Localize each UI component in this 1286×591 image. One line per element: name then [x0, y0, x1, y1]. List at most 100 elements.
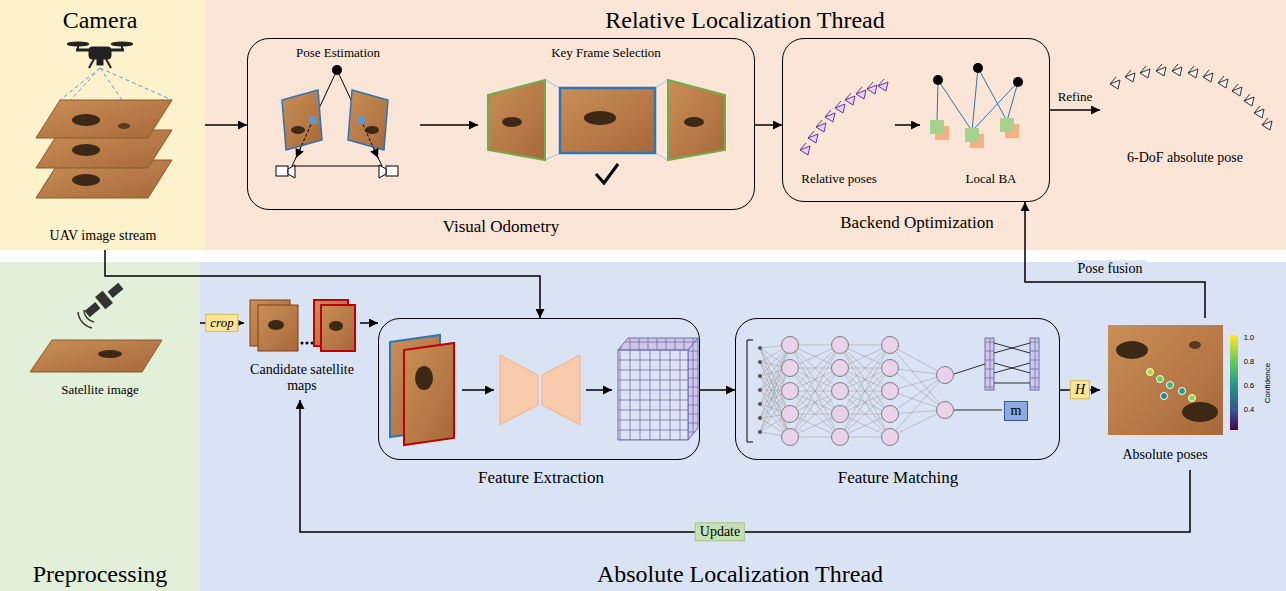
module-box: Feature Matchingm [735, 318, 1060, 460]
local-ba-graph [930, 63, 1023, 148]
satellite-icon [84, 310, 94, 322]
matching-network [840, 345, 890, 414]
relative-trajectory [800, 143, 810, 155]
feature-extraction-figure [415, 366, 433, 390]
pose-estimation-figure [365, 126, 379, 134]
step-label: Local BA [966, 172, 1017, 186]
matching-network [790, 368, 840, 437]
relative-trajectory [816, 120, 826, 132]
matching-network [832, 360, 849, 377]
module-label: Visual Odometry [443, 218, 560, 237]
matching-network [760, 368, 790, 432]
field-of-view [100, 68, 172, 100]
panel-title: Preprocessing [33, 561, 168, 587]
matching-network [937, 367, 954, 384]
local-ba-graph [933, 75, 943, 85]
absolute-trajectory [1172, 64, 1182, 76]
feature-extraction-figure [390, 335, 698, 445]
input-bracket [747, 340, 753, 442]
pose-estimation-figure [332, 65, 342, 75]
relative-trajectory [845, 93, 855, 105]
feature-extraction-figure [618, 350, 688, 440]
pose-estimation-figure [357, 116, 365, 124]
output-box: m [1004, 401, 1029, 422]
local-ba-graph [1000, 118, 1014, 132]
absolute-trajectory [1262, 118, 1272, 130]
connector-arrow [300, 400, 1190, 532]
feature-extraction-figure [500, 355, 538, 425]
local-ba-graph [973, 63, 983, 73]
module-box: Pose EstimationKey Frame SelectionVisual… [247, 38, 755, 210]
absolute-pose-map [1230, 335, 1238, 430]
pose-estimation-figure [386, 166, 398, 176]
local-ba-graph [937, 68, 1018, 131]
drone-icon [106, 59, 111, 68]
satellite-map [30, 340, 162, 372]
field-of-view [60, 68, 100, 100]
edge-label: H [1070, 380, 1090, 399]
key-frame-figure [545, 153, 560, 160]
absolute-trajectory [1218, 76, 1228, 88]
tick-label: 0.4 [1244, 406, 1254, 414]
matching-network [758, 374, 762, 378]
matching-network [994, 363, 1030, 373]
absolute-trajectory [1110, 64, 1272, 130]
panel-caption: UAV image stream [50, 228, 157, 243]
matching-network [832, 337, 849, 354]
matching-network [790, 345, 840, 414]
thread-title: Absolute Localization Thread [597, 561, 883, 587]
matching-network [937, 402, 954, 419]
absolute-pose-map [1182, 402, 1218, 422]
matching-network [832, 383, 849, 400]
camera-panel: CameraUAV image stream [0, 0, 205, 250]
edge-label: Update [695, 522, 745, 541]
candidate-map-stack [268, 320, 284, 330]
output-symbol: m [1005, 402, 1028, 421]
image-stream [36, 100, 172, 198]
drone-icon [89, 59, 94, 68]
candidate-map-stack [250, 300, 355, 351]
absolute-trajectory [1244, 94, 1254, 106]
key-frame-figure [684, 117, 704, 127]
matching-network [994, 343, 1030, 353]
matching-network [882, 406, 899, 423]
local-ba-graph [965, 128, 979, 142]
absolute-pose-map [1147, 369, 1154, 376]
matching-network [840, 368, 890, 437]
local-ba-graph [937, 80, 938, 123]
flow-arrow [586, 389, 612, 391]
pose-estimation-figure [309, 116, 317, 124]
absolute-trajectory [1110, 77, 1120, 89]
matching-network [758, 388, 762, 392]
matching-network [758, 402, 762, 406]
relative-trajectory [856, 87, 866, 99]
absolute-pose-map [1108, 325, 1223, 435]
module-box: Feature Extraction [378, 318, 700, 460]
matching-network [882, 337, 899, 354]
key-frame-figure [545, 80, 560, 88]
key-frame-figure [655, 153, 668, 160]
field-of-view [36, 68, 172, 138]
connector-arrow [1050, 109, 1100, 111]
matching-network [782, 360, 799, 377]
candidate-map-stack [258, 305, 298, 351]
tick-label: 0.6 [1244, 382, 1254, 390]
absolute-pose-map [1167, 382, 1174, 389]
connector-arrow [105, 250, 540, 318]
key-frame-figure [668, 80, 725, 160]
absolute-pose-map [1147, 369, 1196, 402]
axis-title: Confidence [1264, 363, 1273, 403]
matching-network [840, 368, 890, 437]
thread-panel: Relative Localization ThreadPose Estimat… [205, 0, 1286, 250]
matching-network [882, 383, 899, 400]
satellite-icon [78, 312, 92, 328]
connector-arrow [205, 124, 247, 126]
matching-network [954, 364, 985, 374]
output-label: Absolute poses [1122, 447, 1207, 462]
matching-network [954, 410, 1002, 411]
matching-network [782, 429, 799, 446]
step-label: Pose Estimation [296, 46, 380, 60]
matching-network [985, 338, 994, 390]
tick-label: 1.0 [1244, 334, 1254, 342]
